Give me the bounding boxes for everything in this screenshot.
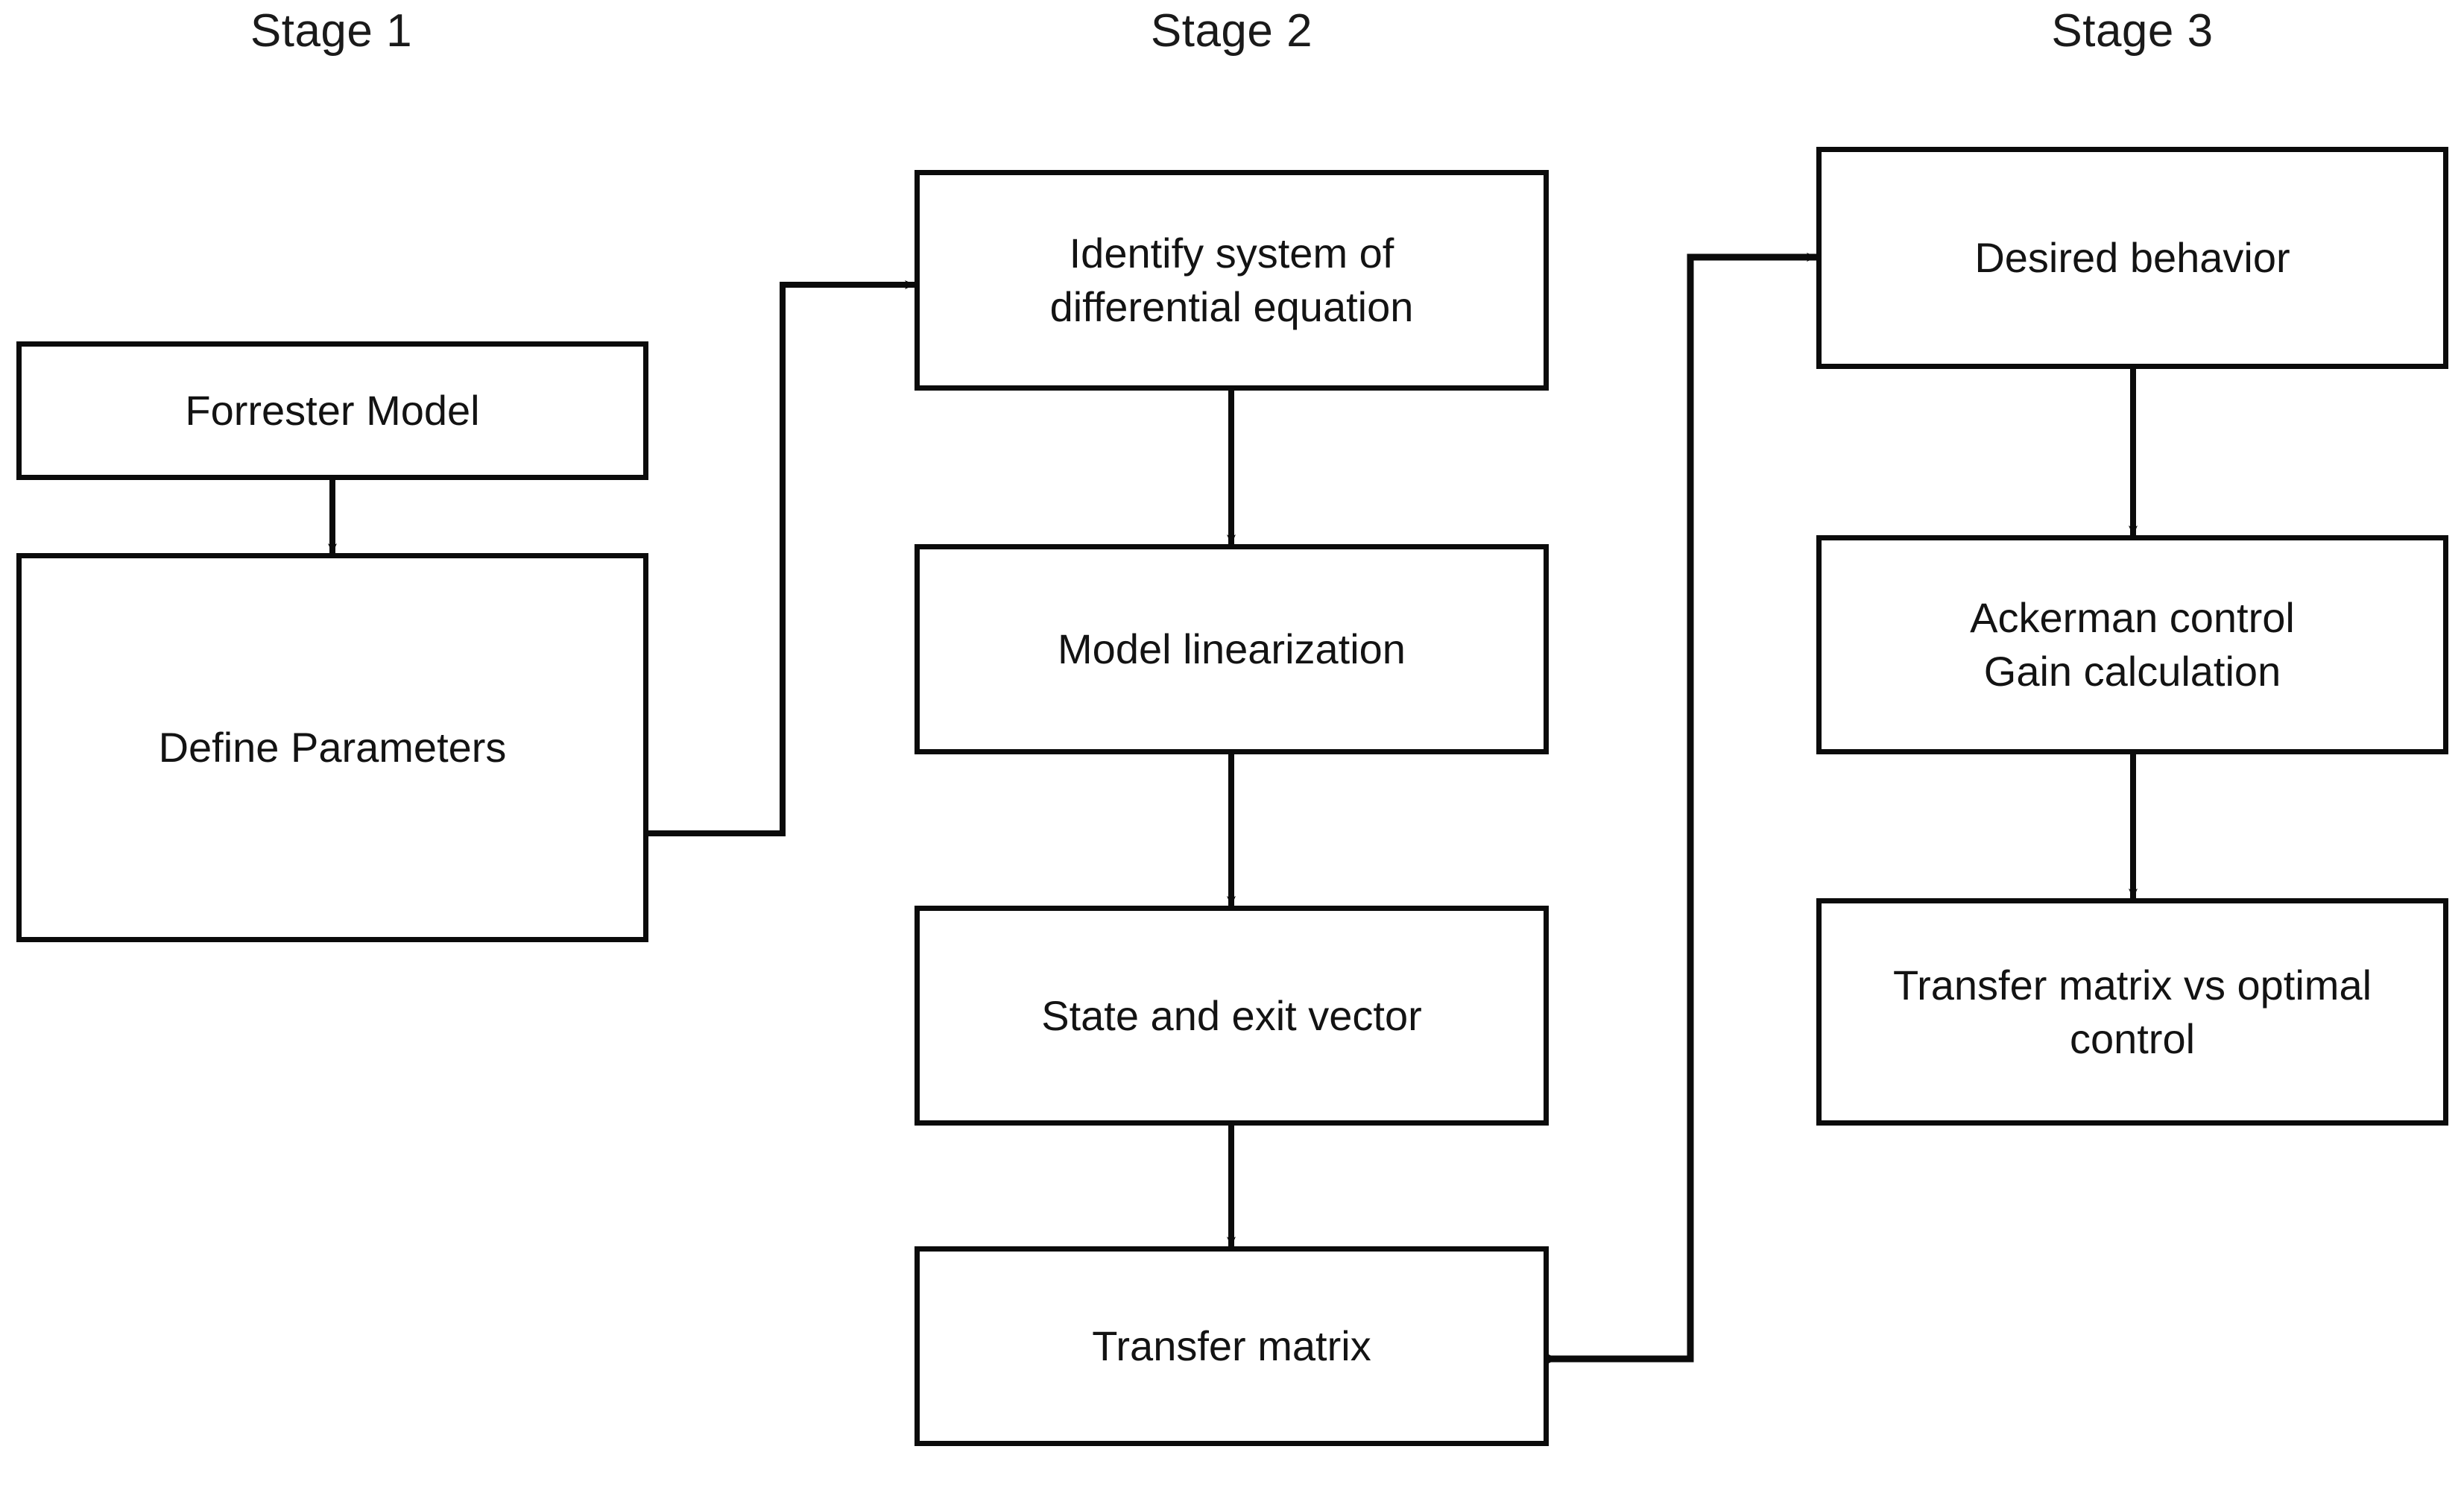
node-transfer-vs-optimal-label: Transfer matrix vs optimal control <box>1893 959 2372 1065</box>
node-forrester-model[interactable]: Forrester Model <box>16 341 648 480</box>
edge-define-to-identify <box>646 280 915 836</box>
stage-3-title: Stage 3 <box>2051 5 2214 57</box>
node-desired-behavior[interactable]: Desired behavior <box>1816 147 2448 369</box>
node-transfer-vs-optimal-line1: Transfer matrix vs optimal <box>1892 961 2372 1009</box>
node-forrester-model-label: Forrester Model <box>185 387 480 435</box>
node-identify-system-label: Identify system of differential equation <box>1050 227 1414 333</box>
stage-1-title: Stage 1 <box>250 5 413 57</box>
node-desired-behavior-label: Desired behavior <box>1974 234 2290 282</box>
stage-2-title: Stage 2 <box>1150 5 1313 57</box>
node-ackerman-control-line1: Ackerman control <box>1970 594 2295 642</box>
node-identify-system-line1: Identify system of <box>1069 230 1394 277</box>
node-transfer-matrix-vs-optimal-control[interactable]: Transfer matrix vs optimal control <box>1816 898 2448 1126</box>
node-transfer-vs-optimal-line2: control <box>2069 1014 2196 1062</box>
node-transfer-matrix[interactable]: Transfer matrix <box>914 1246 1549 1446</box>
node-ackerman-control-label: Ackerman control Gain calculation <box>1970 591 2295 698</box>
node-define-parameters[interactable]: Define Parameters <box>16 553 648 942</box>
node-model-linearization[interactable]: Model linearization <box>914 544 1549 754</box>
node-state-and-exit-vector[interactable]: State and exit vector <box>914 906 1549 1126</box>
node-ackerman-control-line2: Gain calculation <box>1983 648 2281 695</box>
edge-transfer-matrix-to-desired-behavior <box>1541 253 1817 1363</box>
node-define-parameters-label: Define Parameters <box>158 724 507 771</box>
node-identify-system[interactable]: Identify system of differential equation <box>914 170 1549 391</box>
node-state-and-exit-vector-label: State and exit vector <box>1041 991 1422 1039</box>
node-identify-system-line2: differential equation <box>1049 283 1414 330</box>
node-model-linearization-label: Model linearization <box>1058 625 1406 673</box>
node-transfer-matrix-label: Transfer matrix <box>1092 1322 1371 1370</box>
node-ackerman-control[interactable]: Ackerman control Gain calculation <box>1816 535 2448 754</box>
